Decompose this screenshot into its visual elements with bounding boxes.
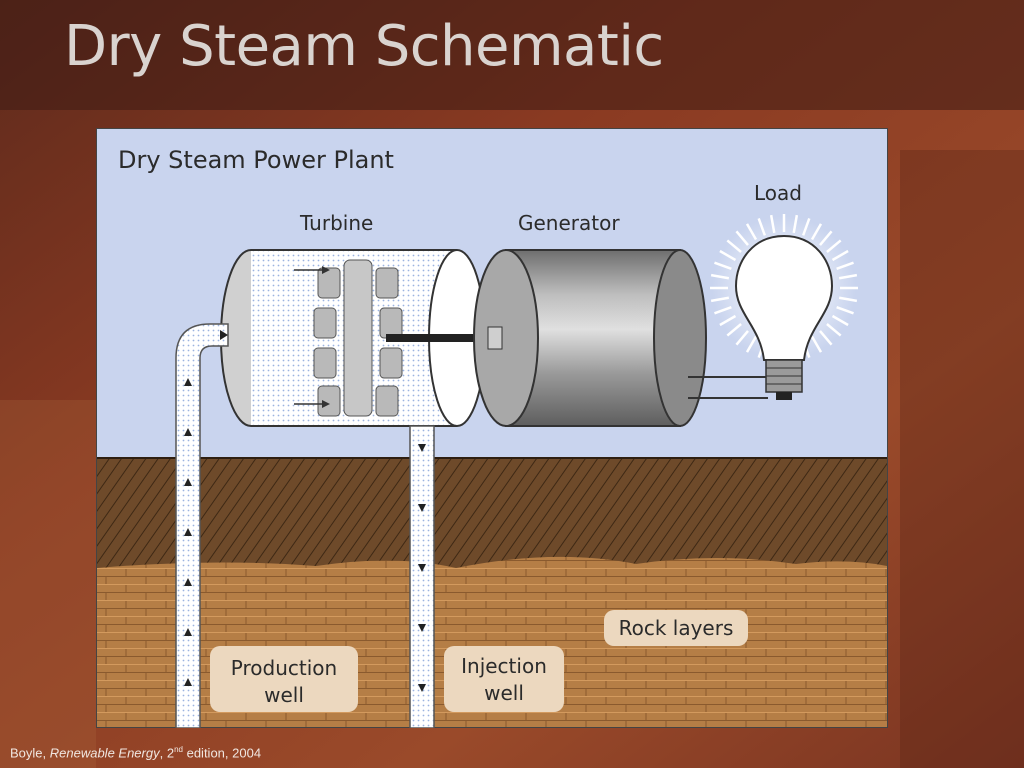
light-ray	[838, 273, 858, 280]
svg-text:well: well	[264, 683, 304, 707]
light-ray	[714, 305, 732, 315]
light-ray	[810, 223, 823, 241]
light-ray	[836, 261, 854, 271]
light-ray	[801, 218, 811, 236]
light-ray	[726, 323, 742, 337]
light-bulb-icon	[710, 214, 858, 400]
svg-text:Injection: Injection	[461, 654, 547, 678]
light-ray	[819, 330, 833, 346]
light-ray	[710, 273, 730, 280]
light-ray	[831, 314, 849, 327]
light-ray	[745, 335, 758, 353]
light-ray	[714, 261, 732, 271]
diagram-title: Dry Steam Power Plant	[118, 146, 394, 174]
light-ray	[757, 218, 767, 236]
light-ray	[792, 214, 799, 234]
svg-text:Rock layers: Rock layers	[619, 616, 734, 640]
turbine-label: Turbine	[299, 211, 373, 235]
production-well-label: Production well	[210, 646, 358, 712]
light-ray	[838, 296, 858, 303]
light-ray	[735, 230, 749, 246]
light-ray	[769, 214, 776, 234]
light-ray	[726, 239, 742, 253]
rock-layers-label: Rock layers	[604, 610, 748, 646]
light-ray	[735, 330, 749, 346]
dry-steam-diagram: Dry Steam Power Plant	[96, 128, 888, 728]
generator	[473, 249, 707, 427]
turbine-shaft	[386, 334, 490, 342]
soil-layer	[97, 458, 887, 570]
source-citation: Boyle, Renewable Energy, 2nd edition, 20…	[10, 745, 262, 761]
slide-title: Dry Steam Schematic	[64, 14, 664, 79]
light-ray	[826, 239, 842, 253]
generator-label: Generator	[518, 211, 620, 235]
injection-well-label: Injection well	[444, 646, 564, 712]
production-well	[175, 323, 229, 728]
light-ray	[719, 314, 737, 327]
light-ray	[745, 223, 758, 241]
light-ray	[826, 323, 842, 337]
light-ray	[710, 296, 730, 303]
light-ray	[831, 249, 849, 262]
light-ray	[819, 230, 833, 246]
load-label: Load	[754, 181, 802, 205]
light-ray	[810, 335, 823, 353]
svg-text:Production: Production	[231, 656, 337, 680]
svg-text:well: well	[484, 681, 524, 705]
light-ray	[719, 249, 737, 262]
light-ray	[836, 305, 854, 315]
injection-well	[409, 425, 435, 728]
